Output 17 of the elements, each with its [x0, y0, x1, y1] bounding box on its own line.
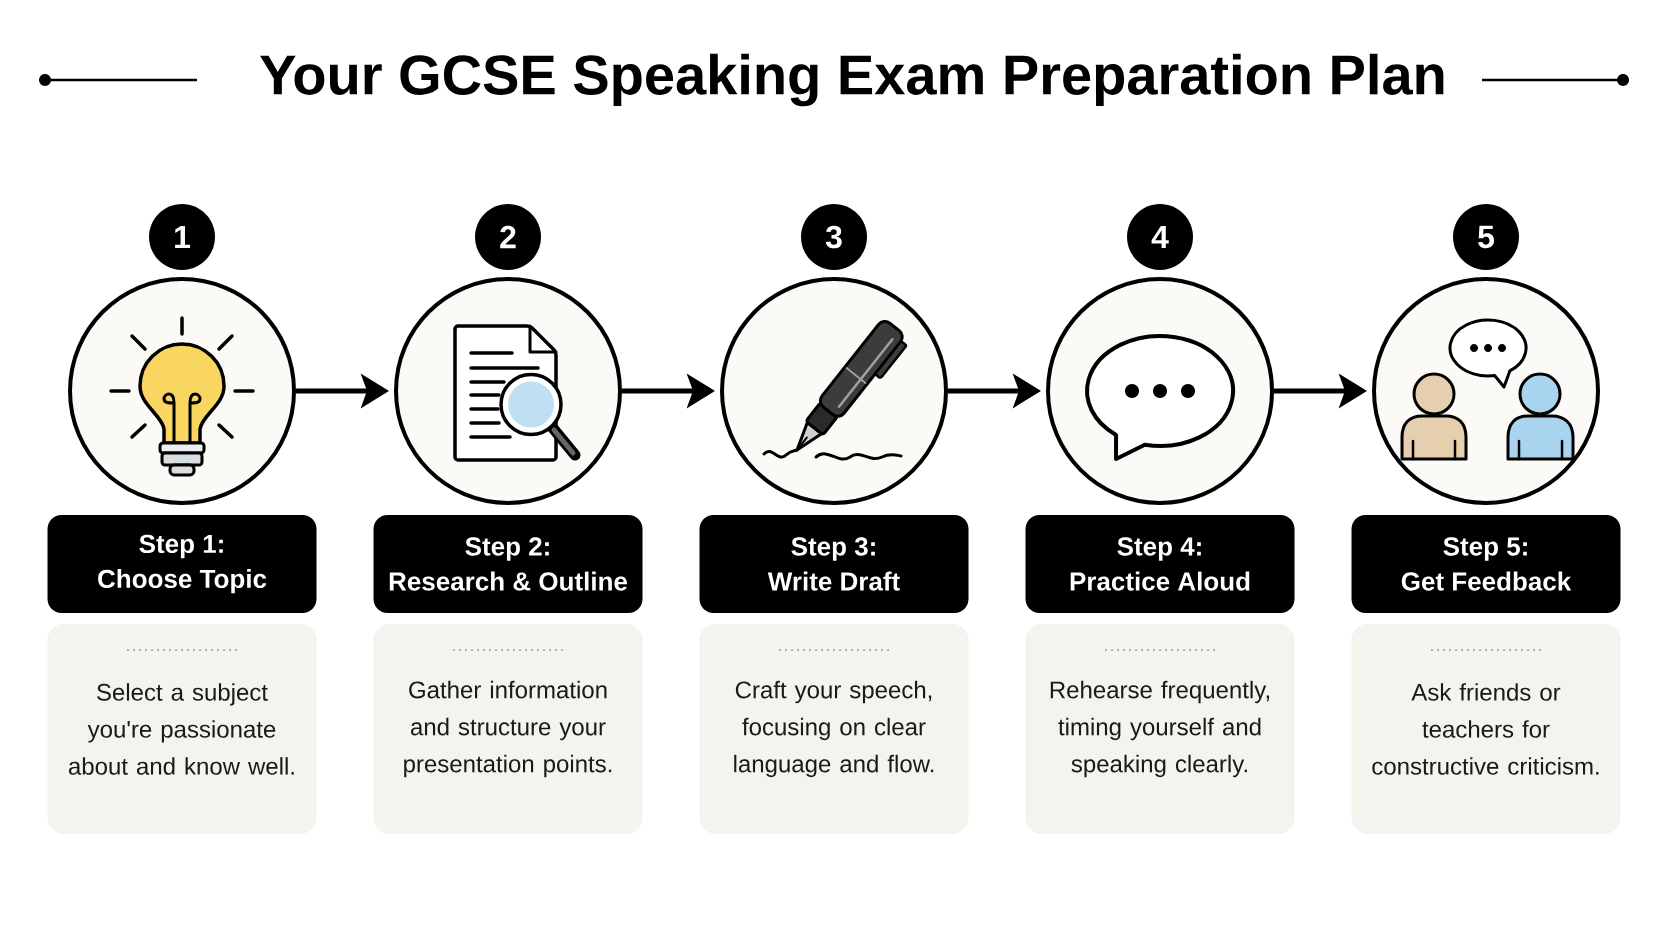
- step-title-box: Step 2: Research & Outline: [373, 515, 643, 613]
- number-badge: 1: [149, 204, 215, 270]
- number-badge: 4: [1127, 204, 1193, 270]
- icon-circle: [720, 277, 948, 505]
- description-card: Craft your speech, focusing on clear language and flow.: [699, 624, 969, 834]
- step-title-box: Step 3: Write Draft: [699, 515, 969, 613]
- step-title-box: Step 1: Choose Topic: [47, 515, 317, 613]
- number-badge: 3: [801, 204, 867, 270]
- title: Your GCSE Speaking Exam Preparation Plan: [260, 53, 1444, 107]
- number-badge: 5: [1453, 204, 1519, 270]
- step-title-box: Step 4: Practice Aloud: [1025, 515, 1295, 613]
- step-title-box: Step 5: Get Feedback: [1351, 515, 1621, 613]
- description-card: Gather information and structure your presentation points.: [373, 624, 643, 834]
- description-card: Rehearse frequently, timing yourself and speaking clearly.: [1025, 624, 1295, 834]
- number-badge: 2: [475, 204, 541, 270]
- description-card: Select a subject you're passionate about and know well.: [47, 624, 317, 834]
- description-card: Ask friends or teachers for constructive criticism.: [1351, 624, 1621, 834]
